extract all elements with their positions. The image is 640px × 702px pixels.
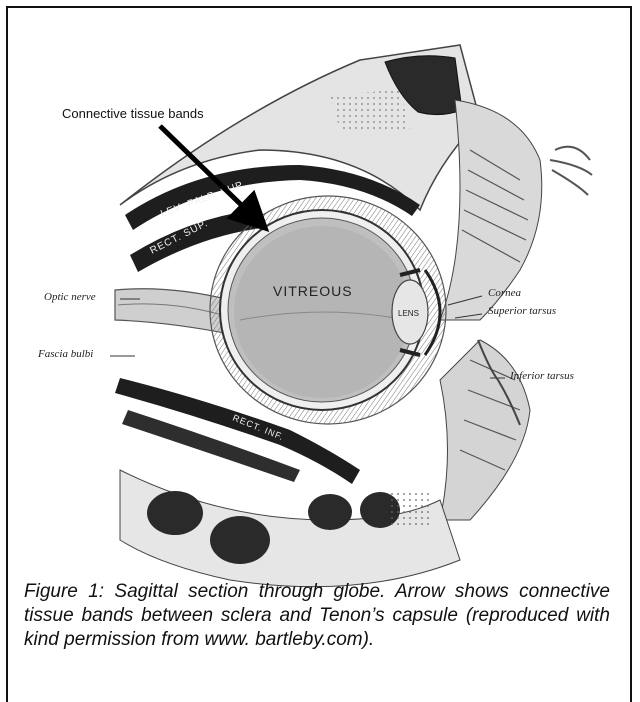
label-inferior-tarsus: Inferior tarsus — [510, 370, 574, 382]
maxillary-cavity-2 — [210, 516, 270, 564]
label-optic-nerve: Optic nerve — [44, 291, 96, 303]
maxillary-cavity-3 — [308, 494, 352, 530]
label-superior-tarsus: Superior tarsus — [488, 305, 556, 317]
bone-dots-upper — [330, 90, 410, 130]
label-cornea: Cornea — [488, 287, 521, 299]
bone-dots-lower — [390, 490, 430, 525]
eyelashes — [550, 147, 592, 195]
arrow-label: Connective tissue bands — [62, 106, 204, 121]
figure-caption: Figure 1: Sagittal section through globe… — [24, 580, 610, 652]
label-vitreous: VITREOUS — [273, 283, 353, 299]
maxillary-cavity-1 — [147, 491, 203, 535]
label-lens: LENS — [398, 309, 419, 318]
label-fascia-bulbi: Fascia bulbi — [38, 348, 93, 360]
